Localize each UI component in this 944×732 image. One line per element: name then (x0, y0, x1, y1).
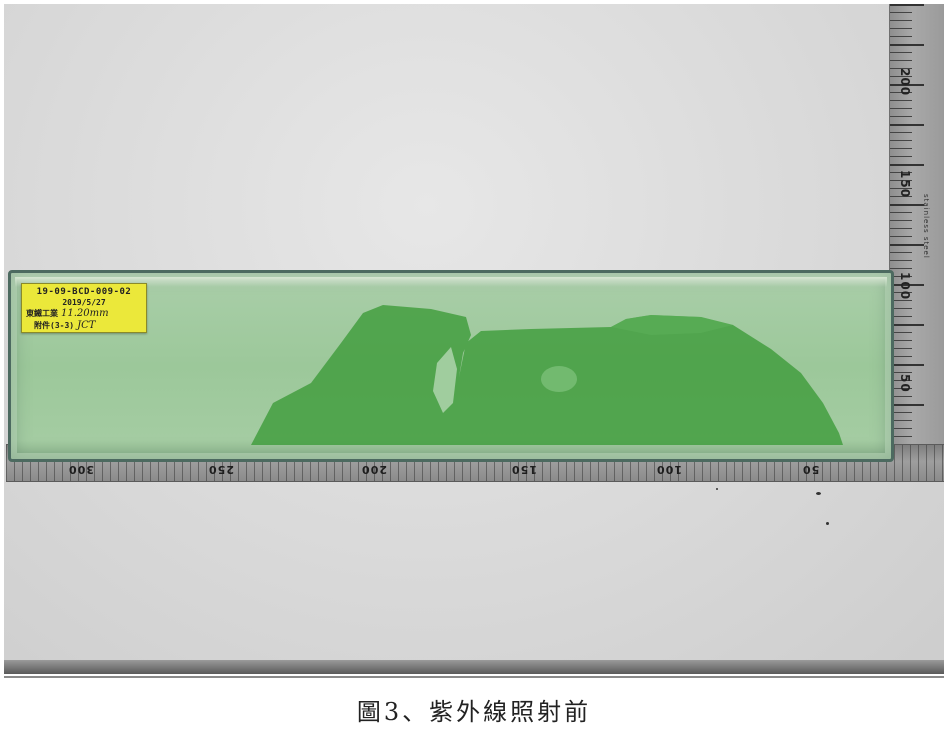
figure-caption: 圖3、紫外線照射前 (356, 698, 592, 726)
ruler-label-100: 100 (656, 463, 682, 476)
ruler-label-250: 250 (208, 463, 234, 476)
figure-caption-bar: 圖3、紫外線照射前 (4, 676, 944, 732)
ruler-label-150: 150 (898, 170, 912, 199)
green-stain (251, 305, 843, 445)
dust-speck (826, 522, 829, 525)
label-attachment-row: 附件(3-3)JCT (22, 320, 146, 331)
dust-speck (716, 488, 718, 490)
label-handwritten-initials: JCT (77, 320, 96, 331)
ruler-major-ticks (890, 4, 924, 480)
label-date: 2019/5/27 (62, 298, 106, 307)
ruler-label-50: 50 (802, 463, 820, 476)
ruler-label-200: 200 (898, 68, 912, 97)
label-company: 東鐵工業 (26, 309, 58, 318)
ruler-brand: stainless steel (922, 194, 930, 259)
ruler-label-100: 100 (898, 272, 912, 301)
ruler-label-200: 200 (361, 463, 387, 476)
ruler-label-300: 300 (68, 463, 94, 476)
vertical-ruler: 200 150 100 50 stainless steel (889, 4, 944, 480)
dust-speck (816, 492, 821, 495)
glass-edge (15, 277, 887, 287)
ruler-label-50: 50 (898, 374, 912, 393)
label-sample-id: 19-09-BCD-009-02 (36, 287, 132, 297)
label-attachment: 附件(3-3) (34, 321, 75, 330)
photo: 200 150 100 50 stainless steel 300 250 2… (4, 4, 944, 674)
photo-bottom-edge (4, 660, 944, 674)
label-handwritten-thickness: 11.20mm (61, 308, 109, 319)
ruler-label-150: 150 (511, 463, 537, 476)
